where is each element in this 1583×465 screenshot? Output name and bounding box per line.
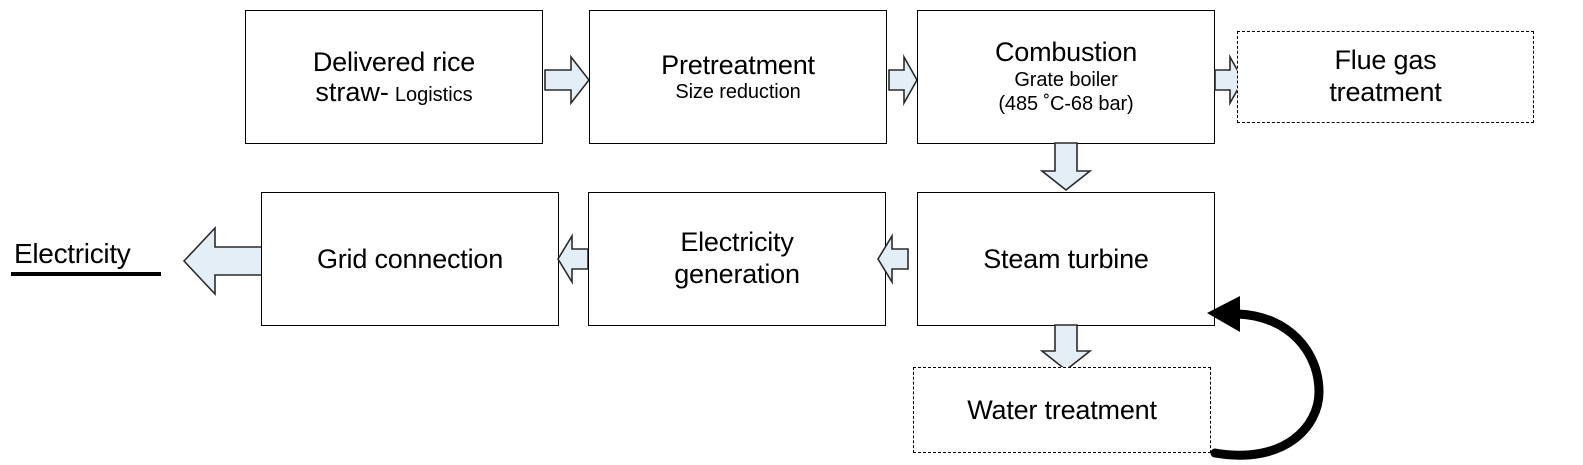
connector-water-treatment-to-steam-turbine-icon xyxy=(1185,286,1370,465)
connector-straw-to-pretreatment-icon xyxy=(544,54,590,106)
node-delivered-rice-straw-second-line: straw-Logistics xyxy=(315,77,472,107)
node-delivered-rice-straw-title-line2: straw- xyxy=(315,77,389,107)
connector-steam-turbine-to-electricity-generation-icon xyxy=(876,233,910,285)
node-combustion-sub2: (485 ˚C-68 bar) xyxy=(998,93,1134,116)
node-water-treatment: Water treatment xyxy=(913,367,1211,453)
connector-combustion-to-steam-turbine-icon xyxy=(1039,142,1093,192)
terminal-electricity-underline xyxy=(11,272,161,276)
node-delivered-rice-straw-title: Delivered rice xyxy=(312,46,476,77)
connector-steam-turbine-to-water-treatment-icon xyxy=(1039,324,1093,372)
node-combustion: Combustion Grate boiler (485 ˚C-68 bar) xyxy=(917,10,1215,144)
node-delivered-rice-straw: Delivered rice straw-Logistics xyxy=(245,10,543,144)
connector-pretreatment-to-combustion-icon xyxy=(888,54,918,106)
connector-combustion-to-flue-gas-icon xyxy=(1214,54,1244,106)
node-steam-turbine: Steam turbine xyxy=(917,192,1215,326)
terminal-electricity-label: Electricity xyxy=(14,238,131,269)
node-electricity-generation-title: Electricity generation xyxy=(674,227,800,289)
node-delivered-rice-straw-sub: Logistics xyxy=(394,84,473,106)
node-combustion-title: Combustion xyxy=(994,37,1138,68)
node-grid-connection-title: Grid connection xyxy=(316,243,504,274)
connector-electricity-generation-to-grid-icon xyxy=(556,233,590,285)
node-flue-gas-treatment: Flue gas treatment xyxy=(1237,31,1534,123)
node-electricity-generation: Electricity generation xyxy=(588,192,886,326)
node-steam-turbine-title: Steam turbine xyxy=(983,243,1149,274)
node-water-treatment-title: Water treatment xyxy=(967,394,1157,425)
node-pretreatment: Pretreatment Size reduction xyxy=(589,10,887,144)
node-grid-connection: Grid connection xyxy=(261,192,559,326)
node-pretreatment-title: Pretreatment xyxy=(661,49,815,80)
node-pretreatment-sub: Size reduction xyxy=(675,80,801,103)
node-flue-gas-treatment-title: Flue gas treatment xyxy=(1329,45,1442,107)
node-combustion-sub: Grate boiler xyxy=(1014,68,1118,91)
connector-grid-to-electricity-icon xyxy=(182,224,264,298)
